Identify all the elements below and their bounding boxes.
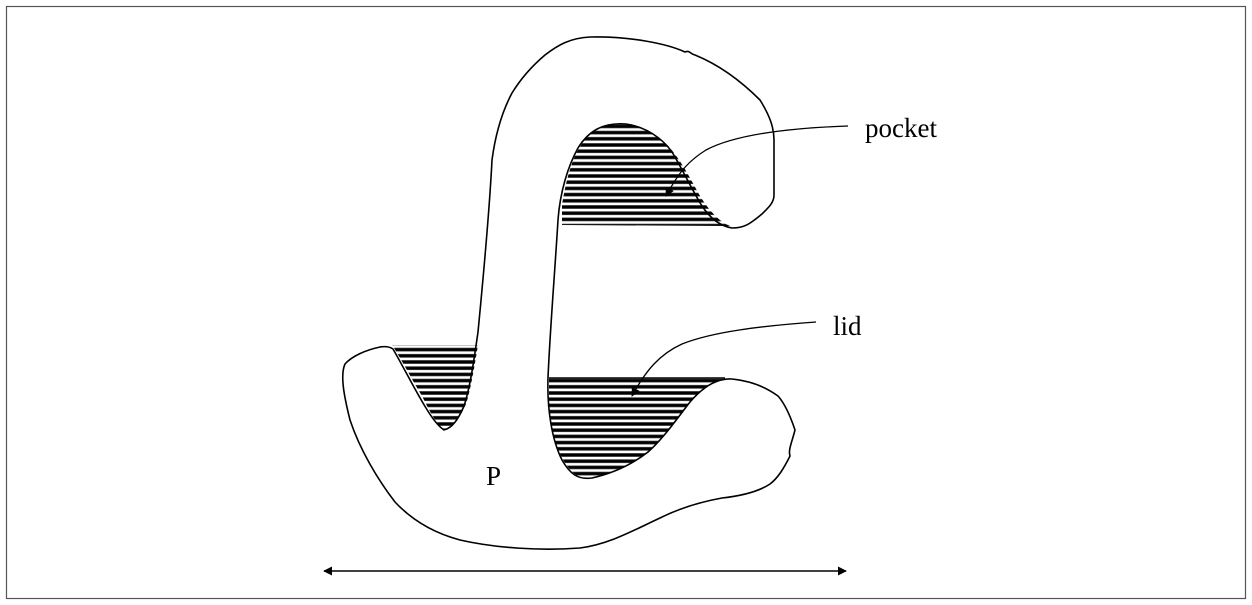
notch-region xyxy=(392,345,478,430)
pocket-arrow xyxy=(665,125,849,197)
lid-label: lid xyxy=(833,311,862,341)
lid-arrow xyxy=(631,321,817,397)
pocket-region xyxy=(562,123,730,226)
lid-region xyxy=(549,378,725,479)
pocket-label: pocket xyxy=(865,113,937,143)
diagram-frame xyxy=(5,5,1247,600)
shape-outline xyxy=(342,36,796,550)
region-p-label: P xyxy=(486,461,501,491)
